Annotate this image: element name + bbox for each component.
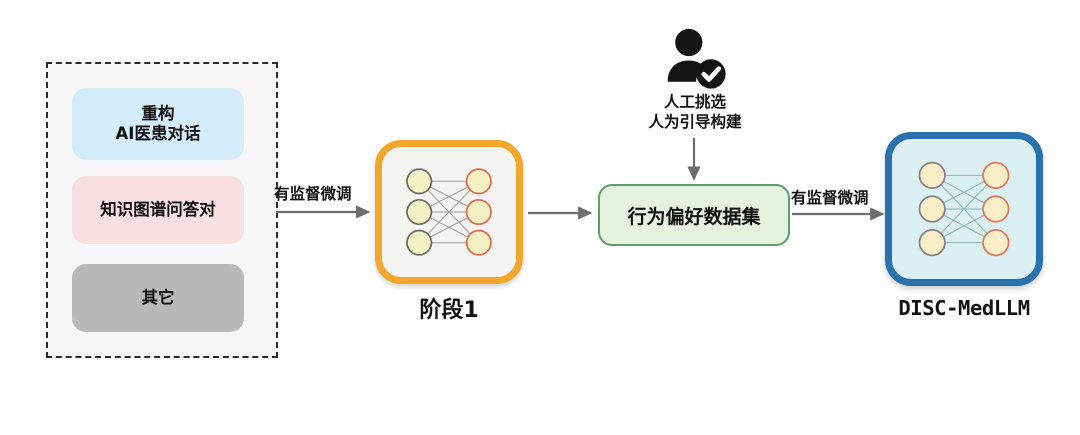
final-model-box[interactable]	[885, 132, 1043, 286]
stage1-caption: 阶段1	[419, 298, 479, 323]
human-curation-caption: 人工挑选 人为引导构建	[620, 92, 770, 133]
neural-network-diagram-stage1	[406, 168, 492, 256]
source-box-reconstructed-dialogue[interactable]: 重构 AI医患对话	[72, 88, 244, 160]
source-box-label: 知识图谱问答对	[100, 199, 216, 219]
behavior-preference-dataset-box[interactable]: 行为偏好数据集	[598, 184, 790, 246]
source-box-knowledge-graph-qa[interactable]: 知识图谱问答对	[72, 176, 244, 244]
human-caption-line2: 人为引导构建	[648, 113, 742, 132]
final-model-caption: DISC-MedLLM	[898, 296, 1030, 320]
person-check-icon	[667, 28, 726, 89]
arrow-label-supervised-finetuning-2: 有监督微调	[791, 189, 869, 207]
nn-input-nodes	[406, 168, 433, 256]
neural-network-diagram-final	[918, 161, 1010, 257]
arrow-label-supervised-finetuning-1: 有监督微调	[274, 185, 352, 203]
stage1-model-box[interactable]	[375, 140, 523, 284]
dataset-box-label: 行为偏好数据集	[627, 205, 761, 228]
source-label-line1: 重构	[141, 103, 175, 123]
arrow-dataset-to-final	[792, 207, 885, 221]
human-caption-line1: 人工挑选	[663, 93, 726, 111]
data-sources-group: 重构 AI医患对话 知识图谱问答对 其它	[46, 62, 278, 358]
arrow-stage1-to-dataset	[528, 206, 593, 220]
arrow-sources-to-stage1	[276, 205, 371, 219]
arrow-human-to-dataset	[687, 138, 701, 181]
source-box-label: 其它	[141, 287, 175, 307]
source-label-line2: AI医患对话	[115, 124, 201, 143]
source-box-label: 重构 AI医患对话	[116, 104, 201, 145]
nn-output-nodes	[465, 168, 492, 256]
nn-output-nodes	[982, 161, 1010, 257]
nn-input-nodes	[918, 161, 946, 257]
source-box-others[interactable]: 其它	[72, 264, 244, 332]
